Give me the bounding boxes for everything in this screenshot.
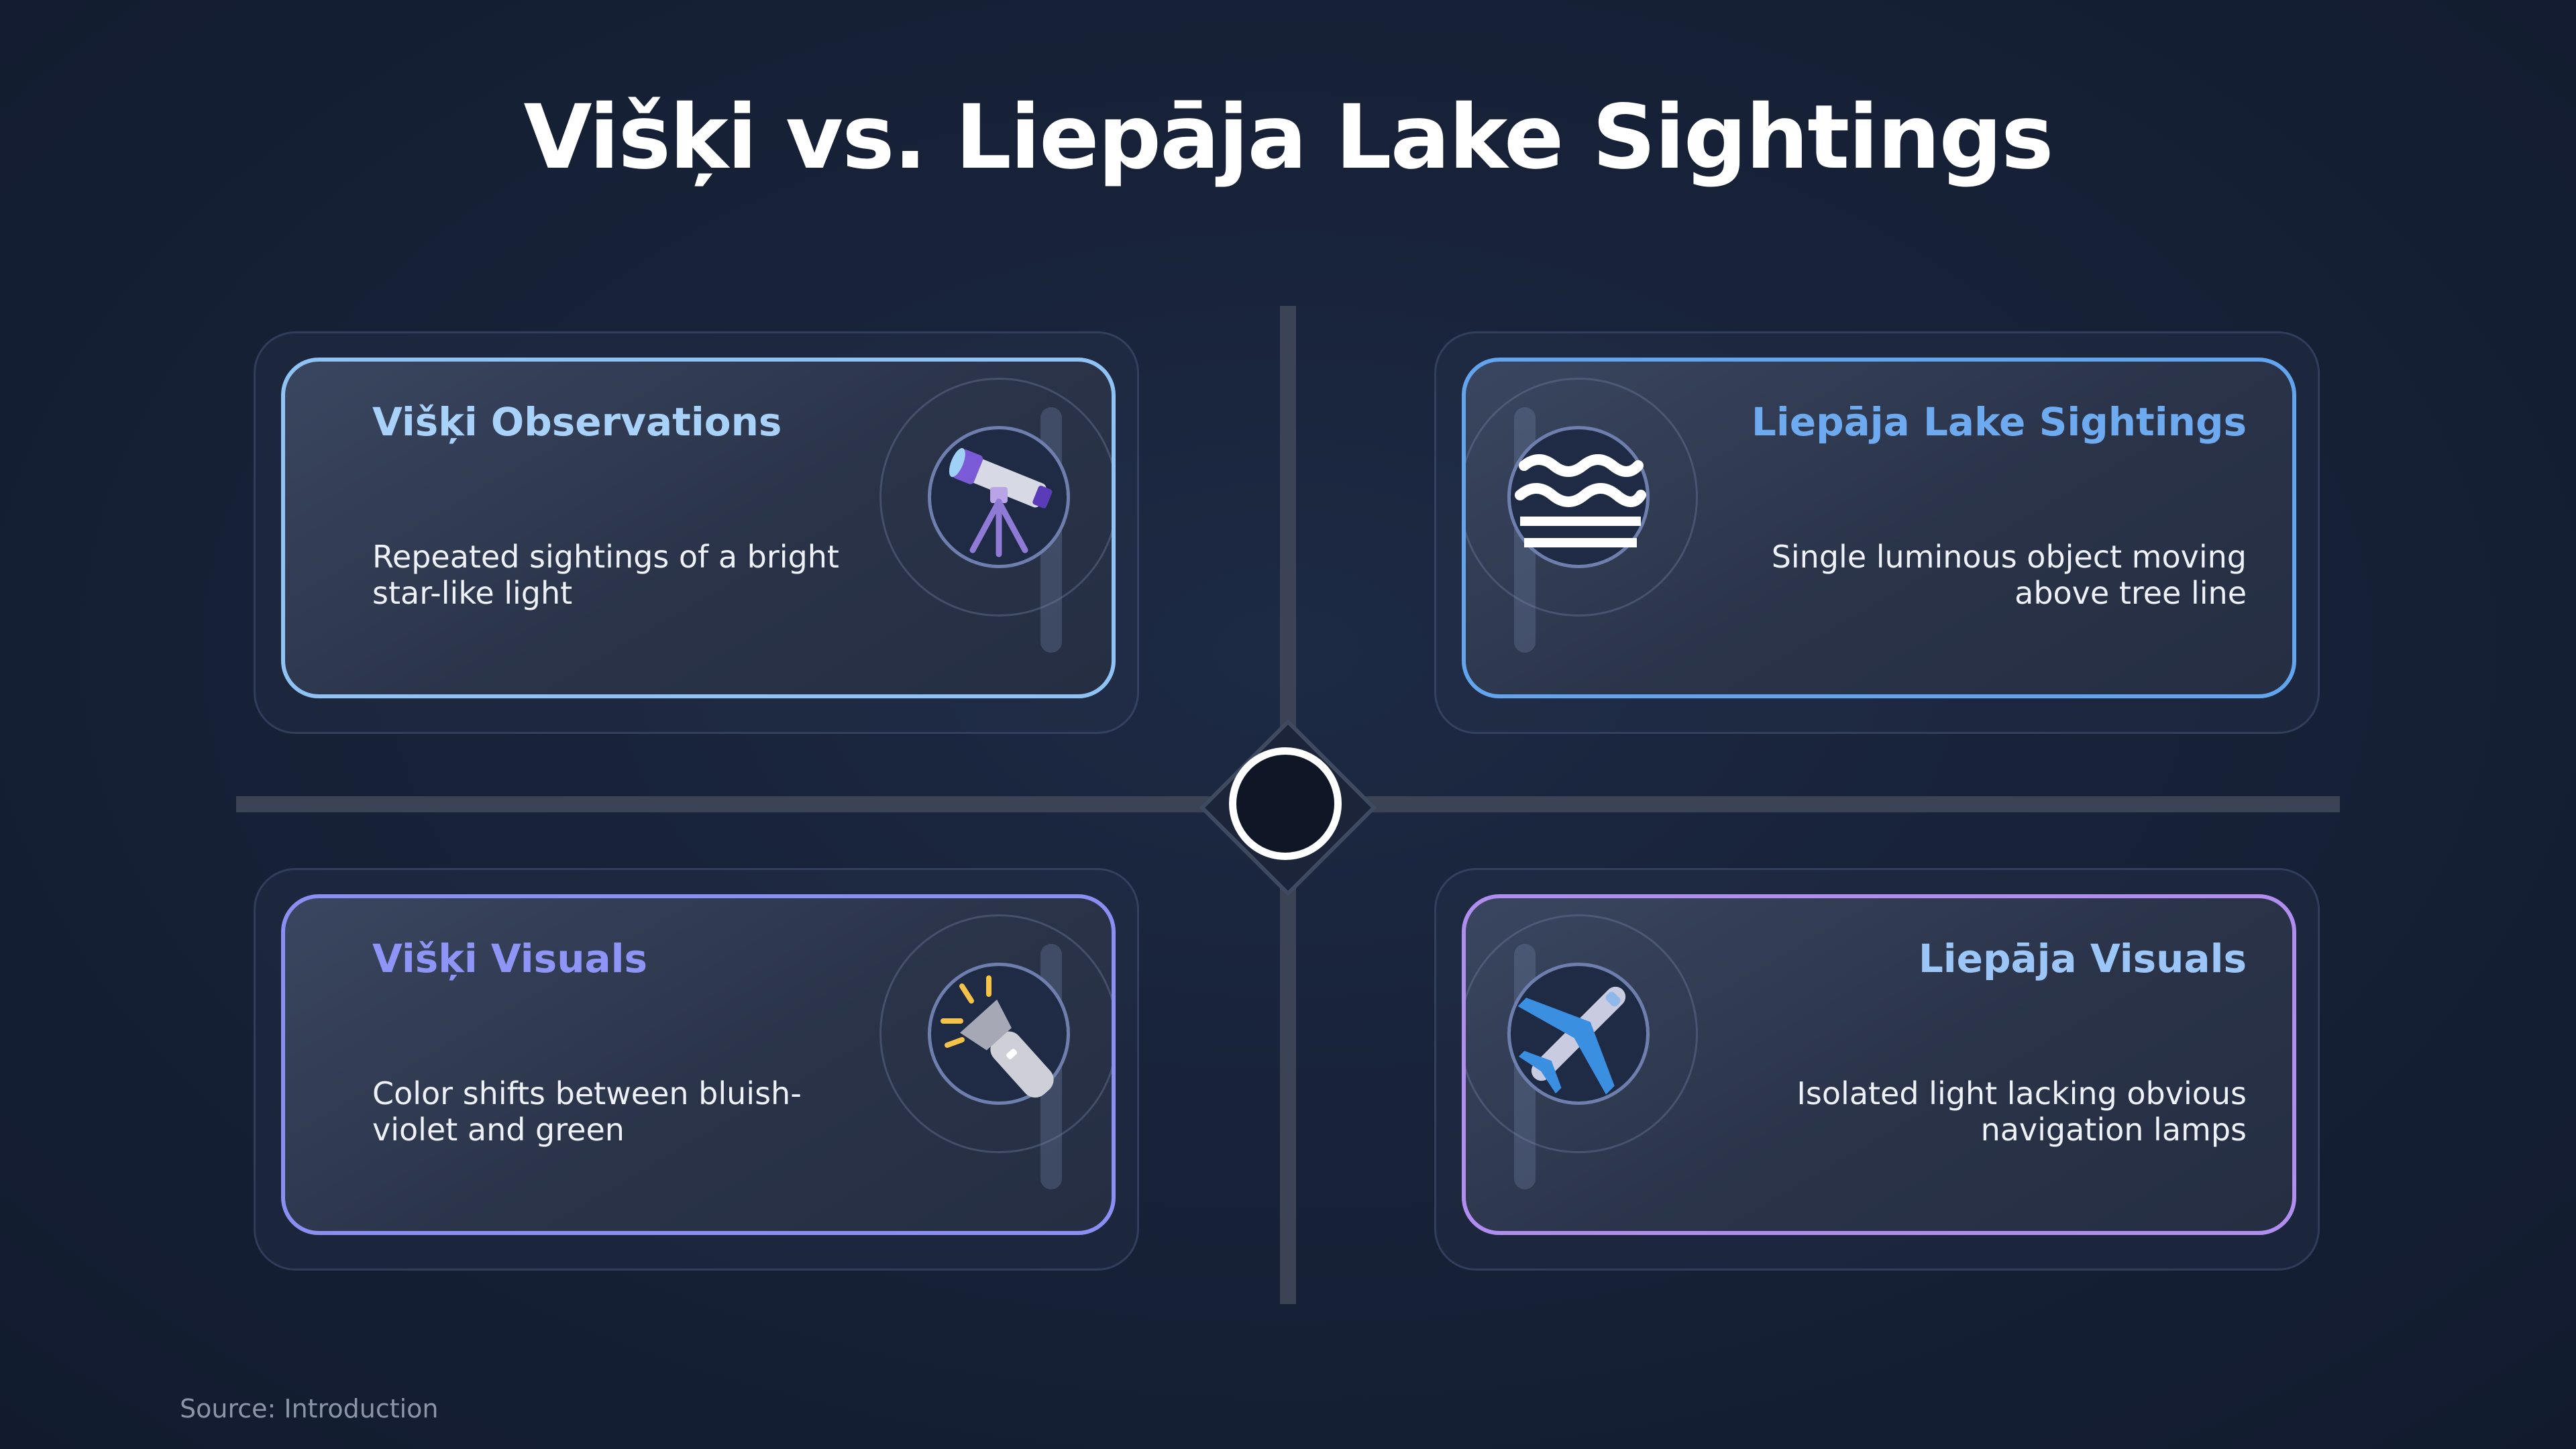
icon-ring: [879, 914, 1112, 1153]
icon-badge: [1507, 963, 1650, 1105]
center-hub-circle: [1229, 747, 1342, 860]
card-title: Liepāja Lake Sightings: [1751, 399, 2247, 445]
quadrant-viski-visuals: Višķi Visuals Color shifts between bluis…: [254, 868, 1139, 1271]
icon-badge: [1507, 426, 1650, 568]
flashlight-icon: [941, 975, 1054, 1098]
card-viski-visuals: Višķi Visuals Color shifts between bluis…: [281, 894, 1116, 1235]
icon-ring: [879, 378, 1112, 616]
card-description: Color shifts between bluish-violet and g…: [372, 1075, 802, 1148]
quadrant-liepaja-lake-sightings: Liepāja Lake Sightings Single luminous o…: [1434, 331, 2320, 734]
water-waves-icon: [1515, 454, 1646, 547]
card-title: Višķi Observations: [372, 399, 782, 445]
icon-badge: [928, 426, 1070, 568]
card-viski-observations: Višķi Observations Repeated sightings of…: [281, 358, 1116, 698]
source-note: Source: Introduction: [180, 1394, 439, 1424]
icon-badge: [928, 963, 1070, 1105]
icon-ring: [1466, 914, 1698, 1153]
card-title: Višķi Visuals: [372, 936, 648, 981]
card-liepaja-lake-sightings: Liepāja Lake Sightings Single luminous o…: [1462, 358, 2296, 698]
quadrant-liepaja-visuals: Liepāja Visuals Isolated light lacking o…: [1434, 868, 2320, 1271]
quadrant-viski-observations: Višķi Observations Repeated sightings of…: [254, 331, 1139, 734]
card-description: Single luminous object moving above tree…: [1771, 539, 2247, 611]
airplane-icon: [1517, 986, 1626, 1095]
card-description: Isolated light lacking obvious navigatio…: [1796, 1075, 2247, 1148]
page-title: Višķi vs. Liepāja Lake Sightings: [523, 86, 2053, 189]
icon-ring: [1466, 378, 1698, 616]
card-liepaja-visuals: Liepāja Visuals Isolated light lacking o…: [1462, 894, 2296, 1235]
card-description: Repeated sightings of a bright star-like…: [372, 539, 839, 611]
telescope-icon: [949, 447, 1053, 557]
card-title: Liepāja Visuals: [1918, 936, 2247, 981]
